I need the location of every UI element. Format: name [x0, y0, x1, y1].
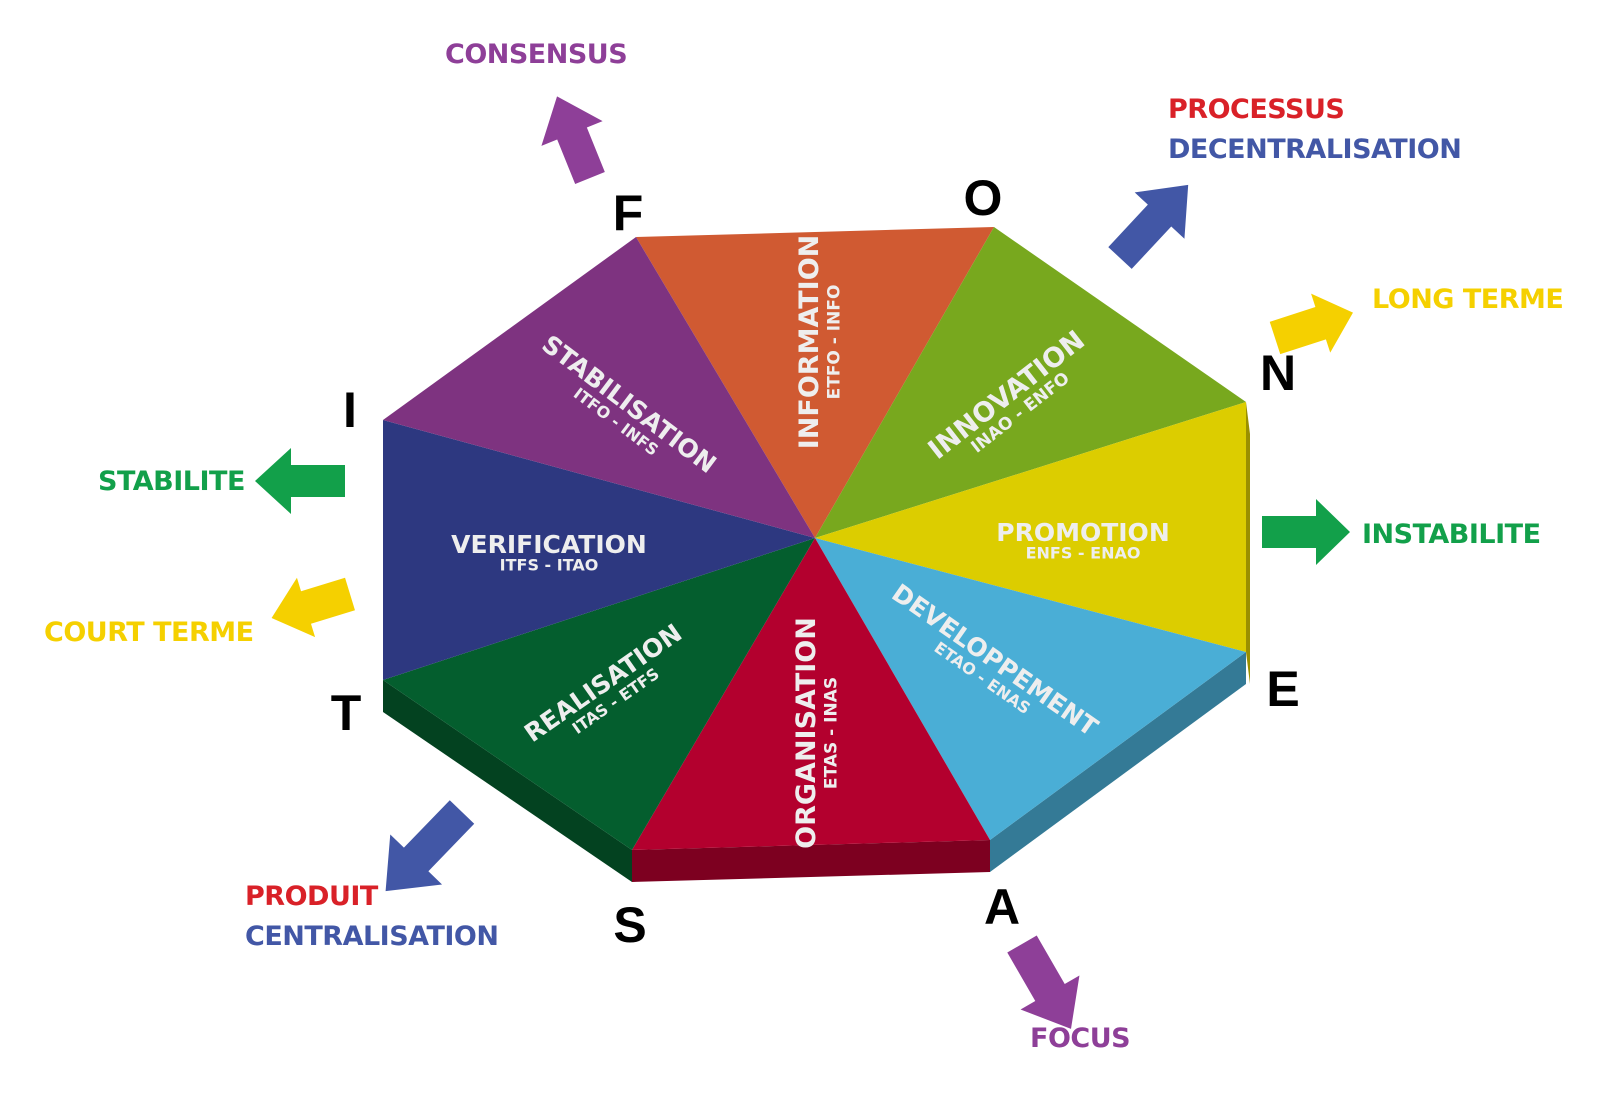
octagon-wedges: [383, 227, 1246, 850]
direction-arrow-icon: [255, 448, 345, 514]
segment-wedge-developpement: [815, 538, 1246, 840]
segment-title: ORGANISATION: [791, 617, 822, 849]
vertex-labels: F O N E A S T I: [331, 170, 1300, 953]
segment-code: ITFS - ITAO: [500, 556, 599, 575]
octagon-side-face: [1246, 402, 1250, 684]
vertex-letter-n: N: [1260, 345, 1296, 401]
vertex-letter-i: I: [343, 382, 357, 438]
vertex-letter-f: F: [613, 185, 644, 241]
segment-code: ENFS - ENAO: [1026, 544, 1141, 563]
octagon-side-face: [990, 652, 1246, 872]
direction-label-consensus: CONSENSUS: [445, 39, 627, 70]
direction-label-court-terme: COURT TERME: [44, 617, 254, 648]
segment-wedge-organisation: [632, 538, 990, 850]
direction-label-centralisation: CENTRALISATION: [245, 921, 498, 952]
vertex-letter-t: T: [331, 685, 362, 741]
direction-arrow-icon: [1108, 184, 1189, 269]
segment-code: ETFO - INFO: [824, 285, 844, 400]
segment-wedge-stabilisation: [383, 237, 815, 538]
direction-arrow-icon: [1007, 935, 1080, 1029]
octagon-sides: [383, 402, 1250, 882]
segment-title: VERIFICATION: [451, 530, 647, 559]
direction-label-focus: FOCUS: [1030, 1023, 1130, 1054]
segment-title: PROMOTION: [996, 518, 1170, 547]
octagon-side-face: [632, 840, 990, 882]
segment-wedge-innovation: [815, 227, 1246, 538]
vertex-letter-a: A: [984, 879, 1020, 935]
segment-wedge-realisation: [383, 538, 815, 850]
direction-label-instabilite: INSTABILITE: [1362, 519, 1541, 550]
segment-wedge-promotion: [815, 402, 1246, 652]
direction-label-processus: PROCESSUS: [1168, 94, 1344, 125]
direction-arrow-icon: [271, 577, 355, 638]
segment-wedge-information: [636, 227, 994, 538]
direction-label-stabilite: STABILITE: [98, 466, 245, 497]
direction-arrows: [255, 96, 1353, 1029]
direction-label-long-terme: LONG TERME: [1372, 284, 1563, 315]
vertex-letter-s: S: [613, 897, 646, 953]
direction-labels: CONSENSUS PROCESSUS DECENTRALISATION LONG T…: [44, 39, 1564, 1054]
segment-wedge-verification: [383, 420, 815, 680]
direction-arrow-icon: [1262, 499, 1350, 565]
direction-arrow-icon: [541, 96, 605, 184]
direction-arrow-icon: [1269, 293, 1353, 355]
vertex-letter-o: O: [964, 170, 1003, 226]
segment-code: ETAS - INAS: [821, 677, 841, 789]
direction-arrow-icon: [385, 800, 475, 892]
segment-title: INFORMATION: [794, 235, 825, 450]
octagon-side-face: [383, 680, 632, 882]
direction-label-decentralisation: DECENTRALISATION: [1168, 134, 1461, 165]
vertex-letter-e: E: [1266, 661, 1299, 717]
direction-label-produit: PRODUIT: [245, 881, 379, 912]
